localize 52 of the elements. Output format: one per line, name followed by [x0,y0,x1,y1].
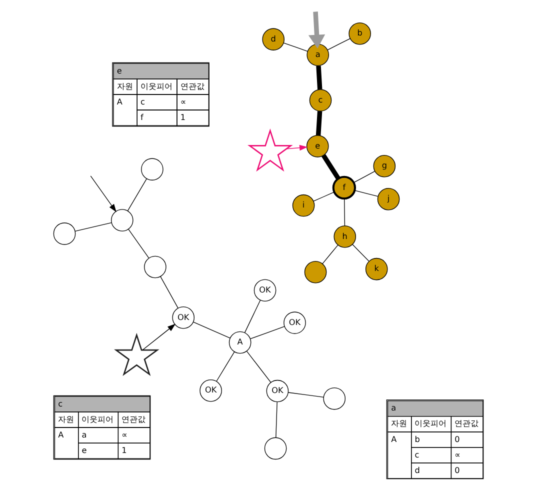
connector [160,276,178,309]
node-circle: OK [266,380,288,402]
node-circle: a [306,44,328,66]
node-circle: h [333,226,356,248]
node-circle: OK [283,312,306,334]
node-circle: OK [199,379,222,402]
node-circle: k [364,258,388,280]
connector [326,38,350,50]
connector [282,42,308,52]
node-circle [322,387,346,410]
connector [354,190,378,197]
arrow [90,176,116,212]
connector [246,350,271,383]
connector [352,171,375,183]
node-circle: d [262,28,284,50]
node-circle [52,222,76,245]
arrow [142,324,176,350]
node-circle [110,209,133,232]
node-circle: f [332,176,356,200]
connector [312,192,334,202]
connector [322,244,338,264]
connector [126,178,146,212]
connector [352,244,369,262]
connector [316,66,322,90]
node-circle: OK [253,279,276,302]
node-circle [140,158,163,180]
node-circle: e [306,135,328,158]
connector [250,326,284,340]
connector [344,198,345,226]
node-circle: j [376,188,400,210]
connector [216,351,234,382]
node-circle [264,437,286,460]
node-circle: c [308,89,332,112]
node-cloud [247,128,292,172]
node-circle: OK [172,306,194,329]
connector [128,228,149,258]
node-circle: g [372,154,396,178]
node-circle [144,256,166,278]
connector [315,111,322,136]
arrow [308,12,325,48]
node-cloud [114,332,159,376]
connector [275,402,277,438]
connector [192,322,230,338]
node-circle: A [228,331,251,354]
node-circle: b [348,22,370,45]
node-circle: i [292,194,314,217]
node-circle [304,261,326,284]
connector [288,392,324,398]
connector [244,300,260,334]
connector [74,222,112,232]
connector [321,154,340,180]
arrow [286,144,308,151]
